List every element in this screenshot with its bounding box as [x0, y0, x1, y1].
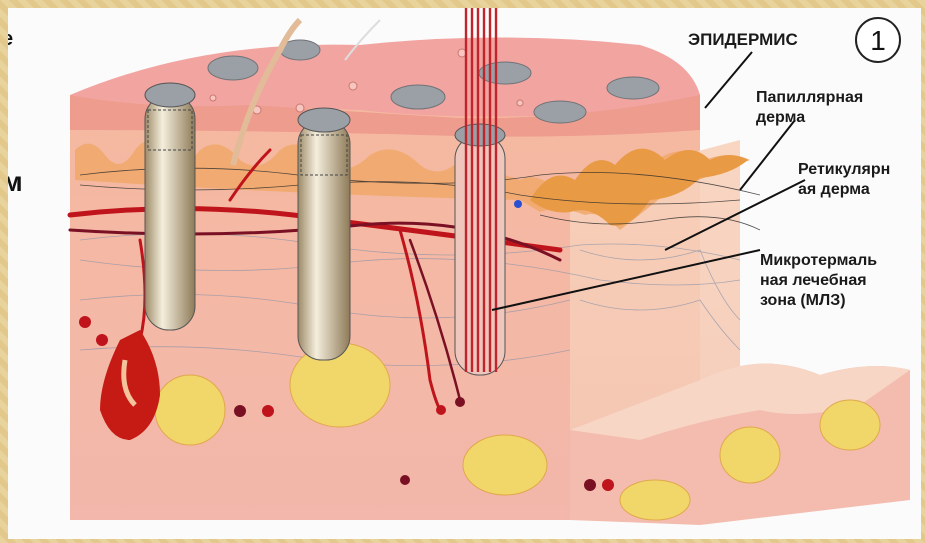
label-papillary-dermis: Папиллярная дерма	[756, 88, 863, 128]
figure-number: 1	[870, 25, 886, 56]
label-microthermal-zone: Микротермаль ная лечебная зона (МЛЗ)	[760, 251, 877, 311]
diagram-panel: 1 ЭПИДЕРМИС Папиллярная дерма Ретикулярн…	[8, 8, 921, 539]
label-reticular-dermis: Ретикулярн ая дерма	[798, 160, 890, 200]
edge-text-mid: м	[8, 166, 23, 198]
label-epidermis: ЭПИДЕРМИС	[688, 30, 798, 50]
edge-text-top: е	[8, 28, 13, 51]
